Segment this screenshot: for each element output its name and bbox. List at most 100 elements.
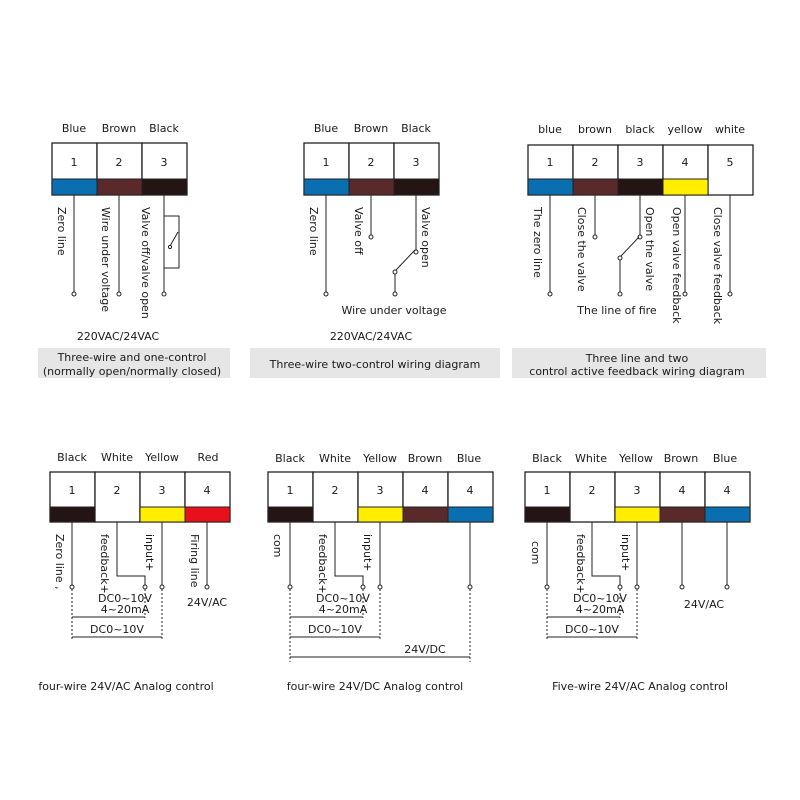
color-swatch-brown (96, 178, 143, 196)
terminal-number: 1 (544, 484, 551, 497)
terminal-number: 5 (727, 156, 734, 169)
wire-name-2: White (101, 451, 133, 464)
terminal-number: 4 (467, 484, 474, 497)
terminal-number: 3 (161, 156, 168, 169)
color-swatch-brown (659, 506, 706, 523)
terminal-number: 2 (592, 156, 599, 169)
terminal-number: 4 (679, 484, 686, 497)
terminal-label: Zero line (55, 207, 68, 256)
diagram-four-wire-24vdc: Black White Yellow Brown Blue 1 2 3 4 4 (267, 452, 494, 693)
color-swatch-yellow (662, 178, 709, 196)
supply-voltage: 24V/AC (684, 598, 725, 611)
terminal-label: com (529, 541, 542, 565)
terminal-block: 1 2 3 (51, 142, 188, 196)
wire-name-2: brown (578, 123, 612, 136)
color-swatch-black (267, 506, 314, 523)
wire-name-1: Blue (62, 122, 87, 135)
terminal-label: Valve off/valve open (139, 207, 152, 319)
caption: four-wire 24V/AC Analog control (38, 680, 213, 693)
terminal-block: 1 2 3 4 5 (527, 144, 754, 196)
diagram-three-wire-two-control: Blue Brown Black 1 2 3 Zero line Valve o… (250, 122, 500, 378)
color-swatch-blue (303, 178, 350, 196)
color-swatch-black (524, 506, 571, 523)
dimension-label: DC0~10V (565, 623, 619, 636)
signal-current: 4~20mA (576, 603, 625, 616)
terminal-label: feedback+ (574, 534, 587, 594)
terminal-block: 1 2 3 (303, 142, 440, 196)
color-swatch-yellow (357, 506, 404, 523)
color-swatch-brown (402, 506, 449, 523)
terminal-number: 1 (71, 156, 78, 169)
terminal-number: 3 (413, 156, 420, 169)
terminal-number: 1 (287, 484, 294, 497)
caption-band (512, 348, 766, 378)
color-swatch-black (617, 178, 664, 196)
terminal-label: input+ (619, 534, 632, 572)
extra-label: The line of fire (576, 304, 657, 317)
wire-name-3: Yellow (362, 452, 397, 465)
wire-name-4: Brown (408, 452, 443, 465)
color-swatch-black (141, 178, 188, 196)
color-swatch-yellow (614, 506, 661, 523)
signal-voltage: DC0~10V (98, 592, 152, 605)
signal-voltage: DC0~10V (316, 592, 370, 605)
wire-name-1: Black (532, 452, 562, 465)
color-swatch-brown (348, 178, 395, 196)
wire-name-2: Brown (102, 122, 137, 135)
color-swatch-yellow (139, 506, 186, 523)
caption-sub: control active feedback wiring diagram (529, 365, 744, 378)
terminal-number: 4 (204, 484, 211, 497)
caption-sub: (normally open/normally closed) (43, 365, 221, 378)
dimension-label: DC0~10V (308, 623, 362, 636)
supply-voltage: 24V/DC (404, 643, 446, 656)
diagram-five-wire-24vac: Black White Yellow Brown Blue 1 2 3 4 4 (524, 452, 751, 693)
caption: Three line and two (585, 352, 689, 365)
terminal-number: 1 (323, 156, 330, 169)
wire-name-1: Blue (314, 122, 339, 135)
terminal-label: Open the valve (643, 207, 656, 291)
color-swatch-brown (572, 178, 619, 196)
wire-name-1: Black (57, 451, 87, 464)
terminal-number: 2 (368, 156, 375, 169)
caption-band (250, 348, 500, 378)
terminal-block: 1 2 3 4 4 (267, 471, 494, 523)
terminal-number: 2 (332, 484, 339, 497)
extra-label: Wire under voltage (341, 304, 446, 317)
supply-voltage: 220VAC/24VAC (330, 330, 413, 343)
wire-name-3: Yellow (144, 451, 179, 464)
supply-voltage: 24V/AC (187, 596, 228, 609)
terminal-number: 2 (116, 156, 123, 169)
terminal-label: com (271, 534, 284, 558)
wire-name-1: Black (275, 452, 305, 465)
wire-name-4: yellow (667, 123, 702, 136)
terminal-block: 1 2 3 4 4 (524, 471, 751, 523)
terminal-label: feedback+ (98, 534, 111, 594)
diagram-four-wire-24vac: Black White Yellow Red 1 2 3 4 Z (38, 451, 231, 693)
diagram-active-feedback: blue brown black yellow white 1 2 3 4 5 (512, 123, 766, 378)
terminal-number: 2 (114, 484, 121, 497)
color-swatch-blue (447, 506, 494, 523)
terminal-number: 3 (634, 484, 641, 497)
color-swatch-black (393, 178, 440, 196)
terminal-label: input+ (143, 534, 156, 572)
color-swatch-blue (704, 506, 751, 523)
wire-name-4: Red (198, 451, 219, 464)
wire-name-3: black (625, 123, 655, 136)
terminal-label: Valve open (419, 207, 432, 268)
caption: four-wire 24V/DC Analog control (287, 680, 463, 693)
wire-name-3: Black (401, 122, 431, 135)
terminal-block: 1 2 3 4 (49, 471, 231, 523)
terminal-number: 1 (69, 484, 76, 497)
terminal-number: 1 (547, 156, 554, 169)
wire-name-2: White (319, 452, 351, 465)
wire-name-2: Brown (354, 122, 389, 135)
switch-box (163, 215, 180, 269)
terminal-label: Open valve feedback (670, 207, 683, 324)
caption: Five-wire 24V/AC Analog control (552, 680, 728, 693)
wire-name-3: Black (149, 122, 179, 135)
terminal-label: Close valve feedback (711, 207, 724, 325)
terminal-label: Close the valve (575, 207, 588, 292)
terminal-label: Valve off (352, 207, 365, 255)
terminal-label: Zero line (307, 207, 320, 256)
terminal-label: input+ (361, 534, 374, 572)
